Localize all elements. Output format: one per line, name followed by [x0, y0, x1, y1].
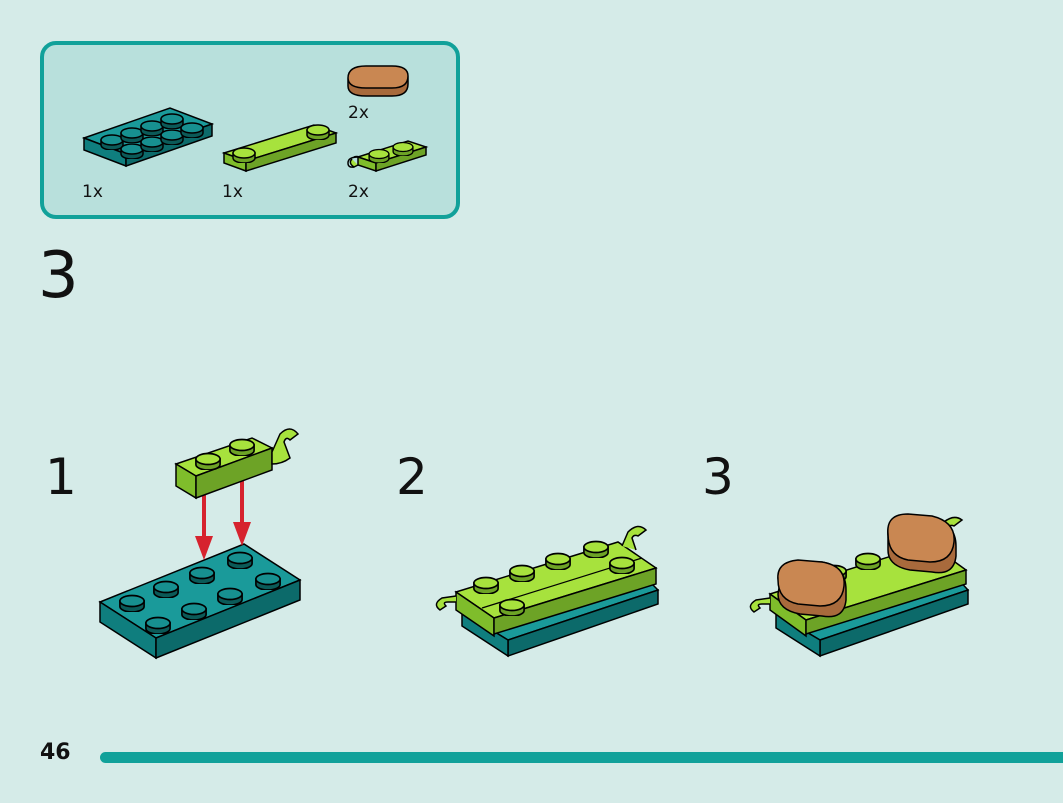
lime-1x4-plate-icon	[221, 124, 339, 173]
lime-clip-plate-icon	[347, 140, 429, 173]
quantity-label: 1x	[222, 182, 243, 202]
page-number: 46	[40, 740, 71, 765]
teal-2x4-plate-icon	[81, 107, 215, 168]
sub-step-number: 3	[702, 448, 734, 506]
substep-3-illustration	[749, 513, 970, 658]
quantity-label: 2x	[348, 182, 369, 202]
page-progress-bar	[100, 752, 1063, 763]
step-number: 3	[38, 239, 79, 313]
brown-round-tile-icon	[347, 65, 409, 97]
quantity-label: 1x	[82, 182, 103, 202]
sub-step-number: 1	[45, 448, 77, 506]
substep-1-illustration	[98, 428, 302, 660]
substep-2-illustration	[435, 525, 660, 658]
sub-step-number: 2	[396, 448, 428, 506]
parts-list-box: 1x 1x 2x 2x	[40, 41, 460, 219]
quantity-label: 2x	[348, 103, 369, 123]
